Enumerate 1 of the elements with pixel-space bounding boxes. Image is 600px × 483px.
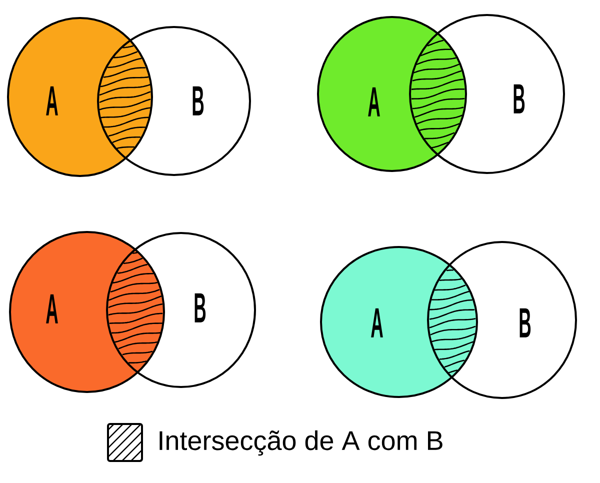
legend-label: Intersecção de A com B bbox=[160, 430, 442, 456]
